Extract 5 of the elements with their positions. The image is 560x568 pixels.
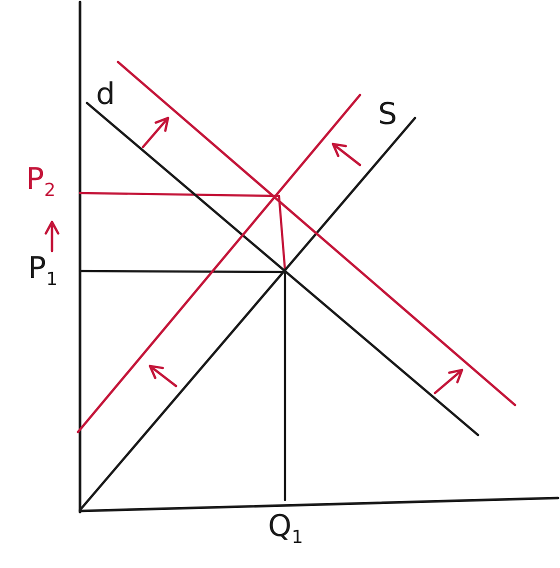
price-label: P$_{1}$ [28,254,58,289]
curve-label: d [96,80,116,110]
curve-label: S [378,100,398,130]
quantity-label: Q$_{1}$ [268,512,304,547]
price-label: P$_{2}$ [26,165,56,200]
